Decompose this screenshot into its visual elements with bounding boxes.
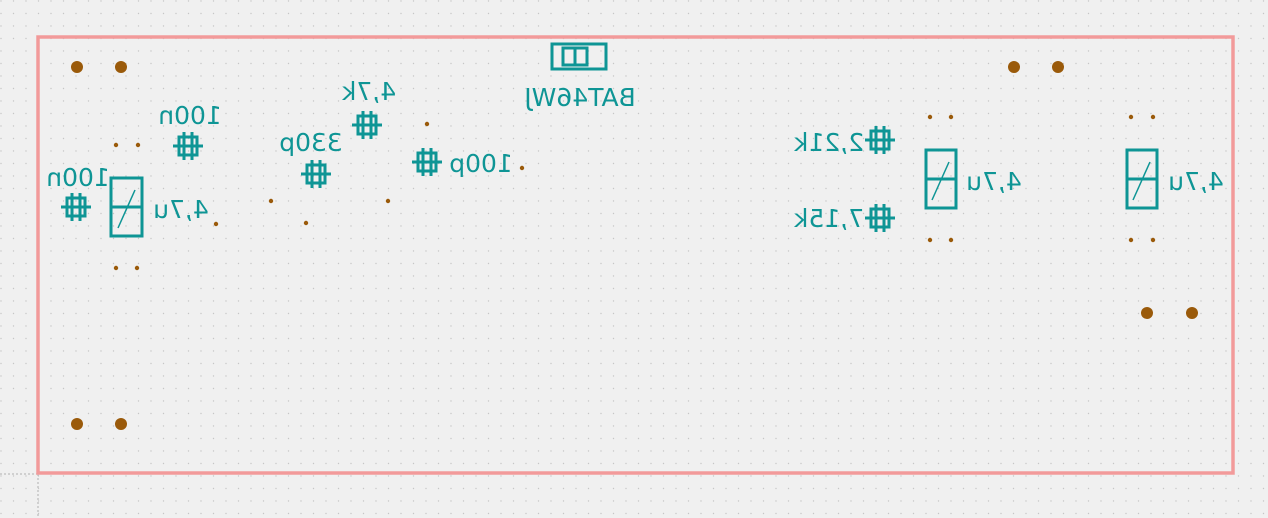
- via[interactable]: [1128, 237, 1134, 243]
- via[interactable]: [927, 237, 933, 243]
- via[interactable]: [927, 114, 933, 120]
- smd-footprint[interactable]: [865, 126, 895, 154]
- mounting-hole[interactable]: [1052, 61, 1064, 73]
- board-outline[interactable]: [36, 35, 1235, 475]
- via[interactable]: [948, 114, 954, 120]
- via[interactable]: [113, 142, 119, 148]
- via[interactable]: [113, 265, 119, 271]
- label-res-4k7[interactable]: 4,7k: [341, 77, 396, 106]
- label-cap-330p[interactable]: 330p: [279, 128, 343, 157]
- via[interactable]: [1150, 114, 1156, 120]
- label-res-2k21[interactable]: 2,21k: [793, 128, 864, 157]
- silkscreen-labels: 100n 100n 4,7u 330p 4,7k 100p BAT46WJ 2,…: [46, 77, 1224, 233]
- smd-footprint[interactable]: [865, 204, 895, 232]
- label-cap-100n-left[interactable]: 100n: [46, 163, 110, 192]
- tantalum-cap-footprint[interactable]: [924, 148, 958, 210]
- label-res-7k15[interactable]: 7,15k: [793, 204, 864, 233]
- label-cap-4u7-mid[interactable]: 4,7u: [966, 167, 1022, 196]
- tantalum-cap-footprint[interactable]: [1125, 148, 1159, 210]
- label-cap-4u7-left[interactable]: 4,7u: [153, 195, 209, 224]
- via[interactable]: [213, 221, 219, 227]
- tantalum-cap-footprint[interactable]: [109, 176, 144, 238]
- via[interactable]: [1128, 114, 1134, 120]
- via[interactable]: [303, 220, 309, 226]
- diode-footprint[interactable]: [550, 42, 608, 71]
- via[interactable]: [948, 237, 954, 243]
- via[interactable]: [1150, 237, 1156, 243]
- via[interactable]: [424, 121, 430, 127]
- via[interactable]: [135, 142, 141, 148]
- via[interactable]: [385, 198, 391, 204]
- mounting-hole[interactable]: [1141, 307, 1153, 319]
- via[interactable]: [134, 265, 140, 271]
- smd-footprint[interactable]: [412, 148, 442, 176]
- mounting-hole[interactable]: [115, 61, 127, 73]
- mounting-hole[interactable]: [1008, 61, 1020, 73]
- mounting-hole[interactable]: [71, 418, 83, 430]
- label-diode-bat46wj[interactable]: BAT46WJ: [524, 83, 636, 112]
- smd-footprint[interactable]: [173, 132, 203, 160]
- vias: [113, 114, 1156, 271]
- mounting-holes: [71, 61, 1198, 430]
- smd-footprint[interactable]: [352, 111, 382, 139]
- label-cap-100n-upper[interactable]: 100n: [158, 101, 222, 130]
- label-cap-4u7-right[interactable]: 4,7u: [1168, 167, 1224, 196]
- mounting-hole[interactable]: [115, 418, 127, 430]
- mounting-hole[interactable]: [71, 61, 83, 73]
- mounting-hole[interactable]: [1186, 307, 1198, 319]
- via[interactable]: [519, 165, 525, 171]
- smd-footprint[interactable]: [301, 160, 331, 188]
- via[interactable]: [268, 198, 274, 204]
- label-cap-100p[interactable]: 100p: [449, 149, 513, 178]
- smd-footprints: [61, 111, 895, 232]
- smd-footprint[interactable]: [61, 193, 91, 221]
